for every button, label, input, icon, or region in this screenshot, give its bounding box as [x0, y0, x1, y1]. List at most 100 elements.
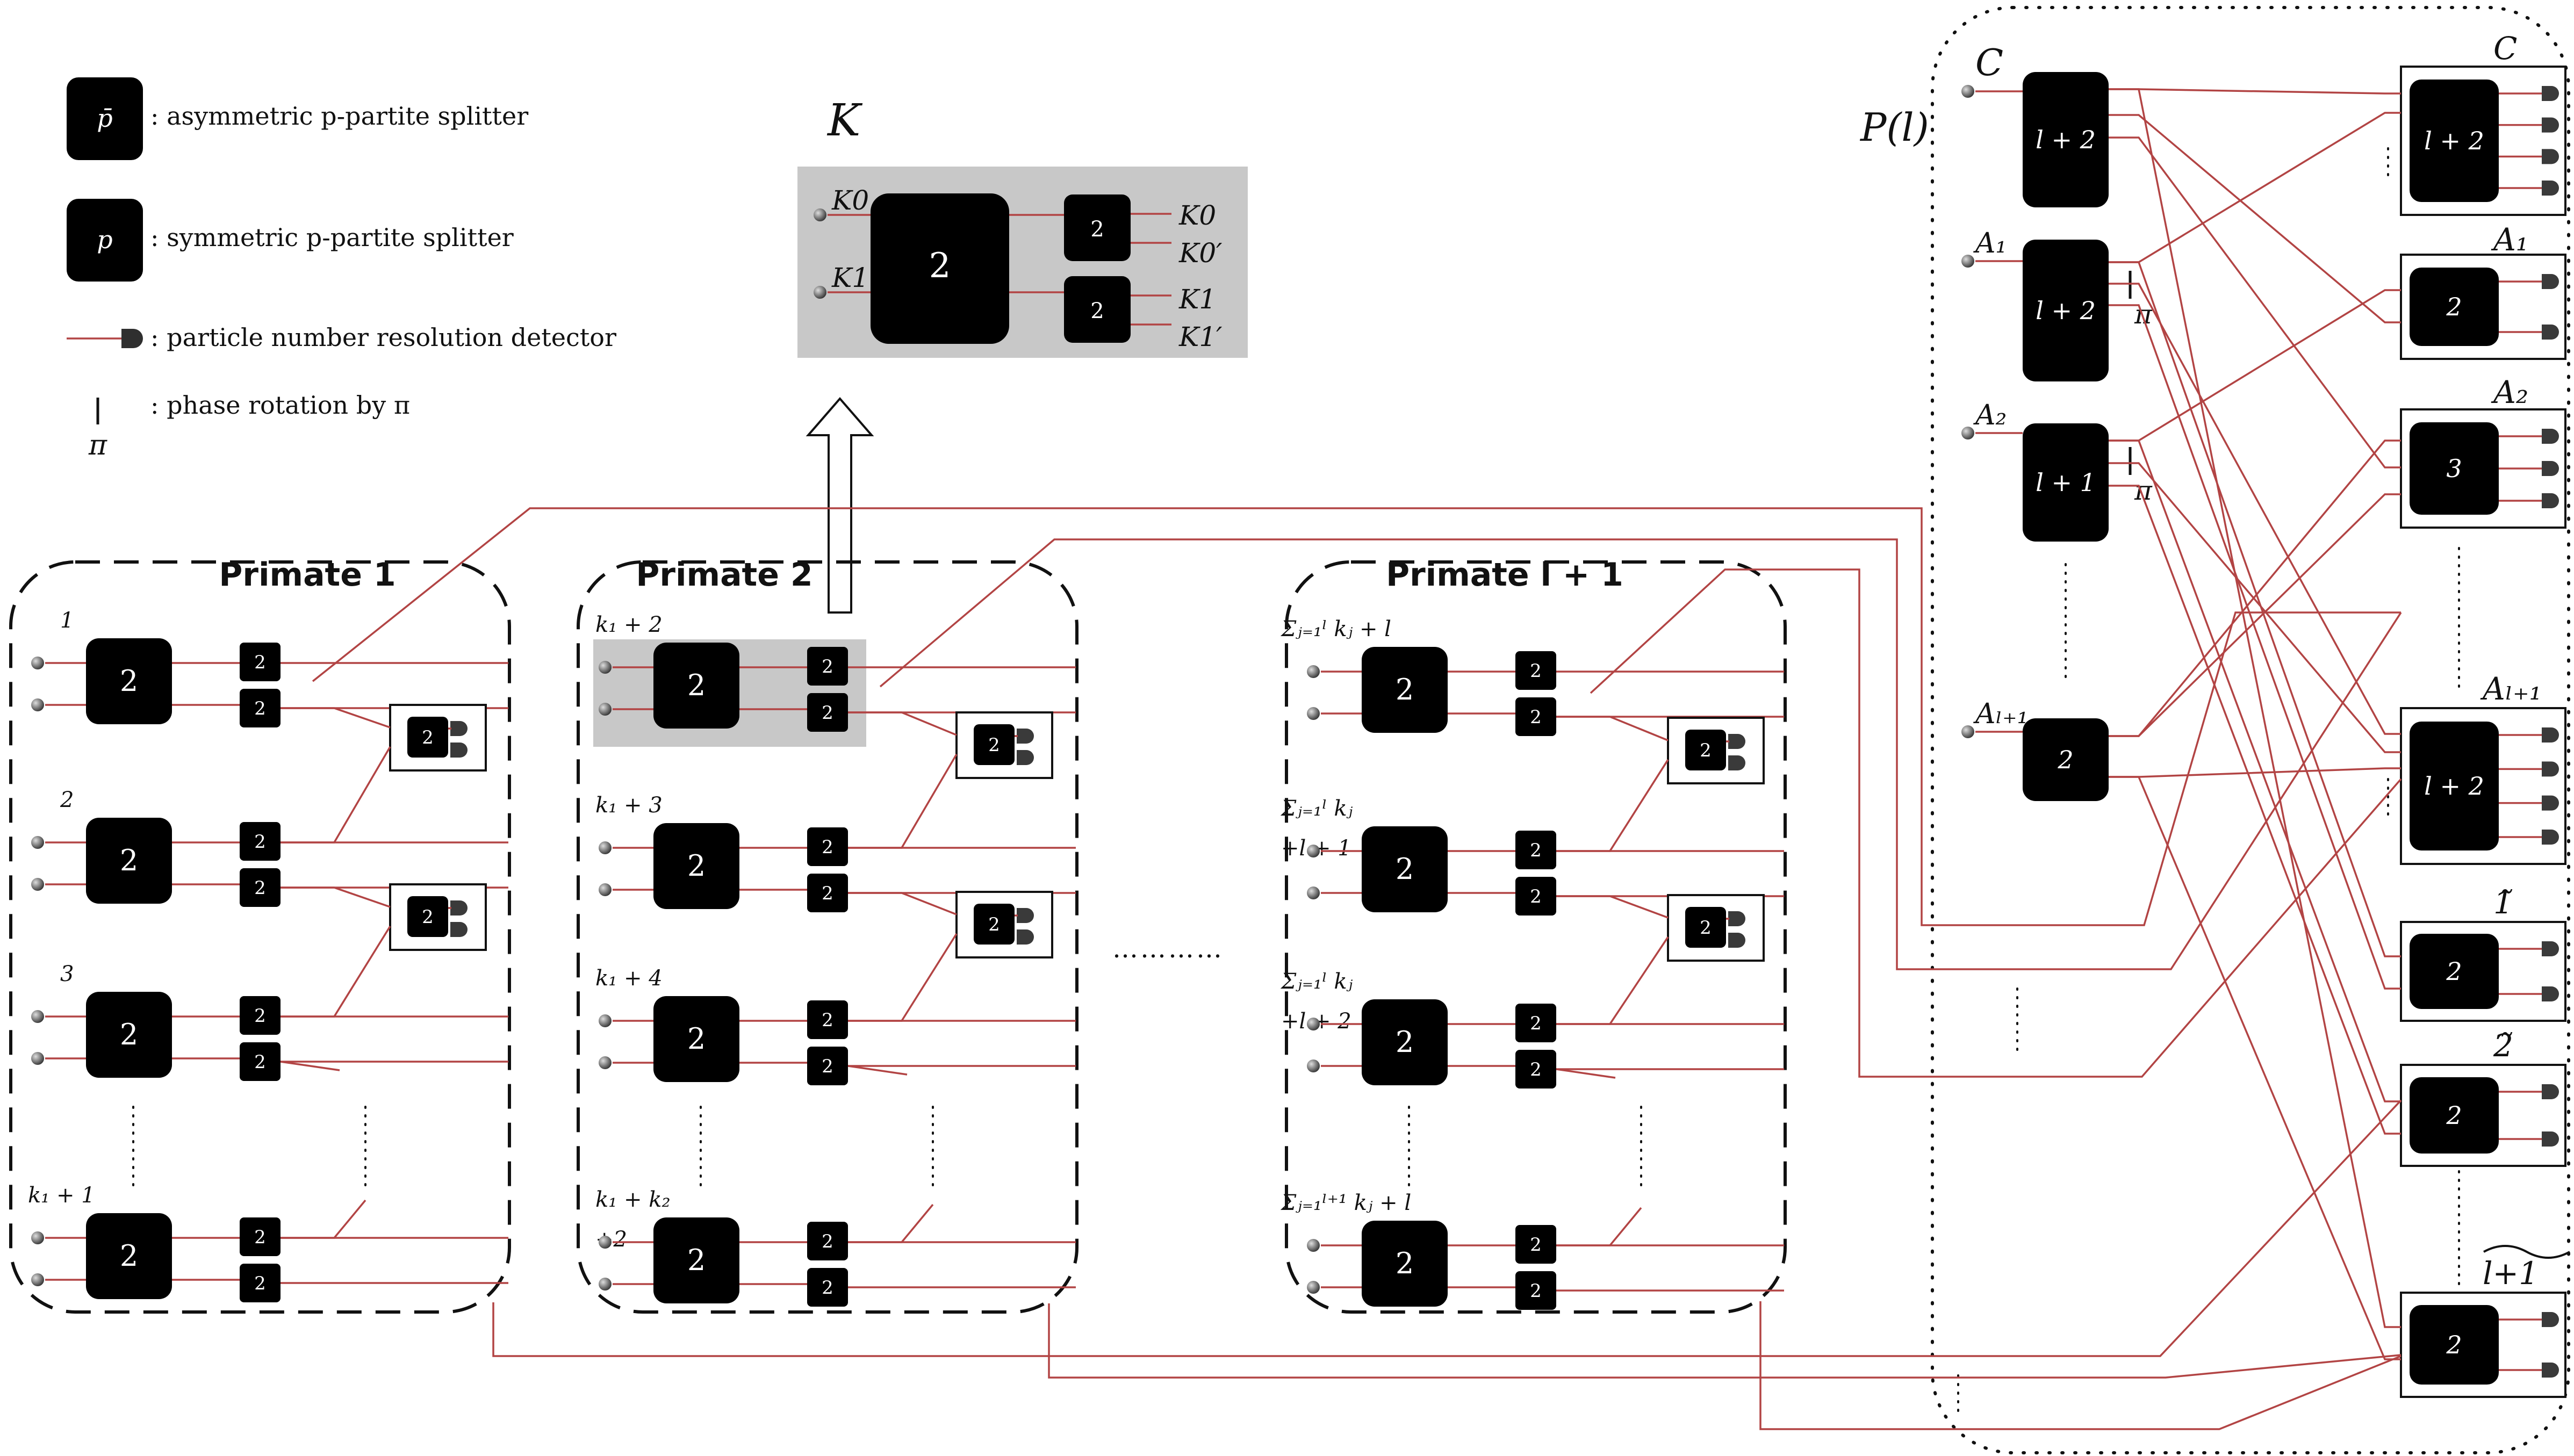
input-port: [599, 883, 612, 896]
row-label: k₁ + 3: [595, 793, 663, 818]
detector-icon: [450, 900, 468, 916]
svg-text:K0: K0: [1178, 200, 1216, 231]
small-splitter: [807, 1000, 848, 1039]
small-splitter: [240, 643, 281, 681]
small-splitter: [807, 1047, 848, 1085]
splitter-block: [653, 996, 739, 1082]
detector-splitter: [407, 717, 448, 758]
row-label: k₁ + 2: [595, 612, 663, 637]
input-port: [1961, 725, 1974, 738]
detector-icon: [1017, 929, 1034, 945]
input-port: [31, 698, 44, 711]
wire: [848, 933, 958, 1022]
wire: [312, 507, 2401, 926]
splitter-block: [653, 1217, 739, 1303]
p-output-splitter-label: 2: [2446, 957, 2462, 986]
detector-splitter: [974, 724, 1015, 765]
detector-icon: [2542, 986, 2559, 1001]
small-splitter-label: 2: [1530, 707, 1542, 728]
row-label: Σⱼ₌₁ˡ kⱼ: [1280, 796, 1353, 821]
small-splitter-label: 2: [254, 1005, 266, 1027]
detector-box: 2: [1667, 894, 1765, 962]
p-output-splitter: [2410, 722, 2499, 850]
small-splitter: [1515, 651, 1556, 690]
detector-icon: [2542, 117, 2559, 133]
p-input-splitter: [2023, 423, 2109, 542]
input-port: [31, 1052, 44, 1065]
phase-label: π: [2134, 475, 2153, 506]
splitter-block: [653, 823, 739, 909]
p-output-box: l + 2Aₗ₊₁: [2400, 671, 2566, 865]
svg-text:2: 2: [1090, 299, 1104, 323]
splitter-label: 2: [1396, 852, 1414, 886]
k-title: K: [826, 95, 863, 146]
detector-splitter-label: 2: [988, 734, 1000, 756]
p-input: Cl + 2: [1961, 42, 2109, 207]
small-splitter-label: 2: [254, 1273, 266, 1294]
detector-box: 2: [389, 883, 487, 951]
small-splitter-label: 2: [254, 831, 266, 853]
p-input-splitter: [2023, 240, 2109, 381]
input-port: [1307, 1059, 1320, 1072]
svg-text:K1′: K1′: [1178, 321, 1223, 352]
cross-wires: [312, 88, 2402, 1430]
asym-legend-text: : asymmetric p-partite splitter: [150, 102, 528, 131]
input-port: [31, 1231, 44, 1244]
p-input-splitter-label: l + 2: [2036, 296, 2096, 325]
wire: [1556, 716, 1669, 741]
p-output-splitter: [2410, 80, 2499, 202]
p-output-splitter-label: 2: [2446, 292, 2462, 321]
p-output-splitter-label: 2: [2446, 1101, 2462, 1130]
wire: [281, 1199, 366, 1239]
p-input-splitter-label: l + 1: [2036, 468, 2096, 497]
k-in-bottom: K1: [831, 262, 869, 293]
small-splitter-label: 2: [822, 1010, 833, 1031]
legend: p̄ : asymmetric p-partite splitter p : s…: [67, 77, 616, 462]
wire: [281, 886, 391, 908]
detector-icon: [1728, 933, 1745, 948]
input-port: [814, 286, 826, 299]
small-splitter-label: 2: [822, 1277, 833, 1299]
splitter-label: 2: [120, 844, 138, 877]
detector-splitter: [407, 896, 448, 937]
detector-splitter: [1685, 730, 1726, 770]
detector-icon: [2542, 1131, 2559, 1147]
detector-icon: [450, 922, 468, 937]
detector-icon: [450, 721, 468, 736]
small-splitter-label: 2: [822, 837, 833, 858]
detector-icon: [2542, 461, 2559, 476]
p-output-splitter-label: 2: [2446, 1330, 2462, 1359]
small-splitter: [240, 1217, 281, 1256]
splitter-label: 2: [120, 1018, 138, 1051]
small-splitter-label: 2: [822, 883, 833, 904]
input-port: [599, 1236, 612, 1249]
small-splitter-label: 2: [822, 1056, 833, 1077]
detector-icon: [2542, 727, 2559, 743]
phase-legend-text: : phase rotation by π: [150, 391, 410, 420]
p-input: A₁ l + 2: [1961, 227, 2109, 381]
p-output-splitter-label: l + 2: [2424, 772, 2484, 801]
input-port: [1961, 255, 1974, 268]
wire: [1048, 1303, 2402, 1379]
wire: [2109, 485, 2401, 1135]
p-output-splitter: [2410, 1077, 2499, 1154]
p-input-label: A₁: [1973, 227, 2007, 260]
wire: [1556, 936, 1669, 1025]
small-splitter-label: 2: [254, 1227, 266, 1248]
detector-icon: [1017, 729, 1034, 744]
input-port: [1307, 1239, 1320, 1252]
small-splitter: [240, 689, 281, 727]
asymmetric-splitter-icon: [67, 77, 143, 160]
splitter-block: [1362, 647, 1448, 733]
detector-icon: [1017, 908, 1034, 923]
row-label: k₁ + 1: [28, 1183, 95, 1208]
detector-splitter-label: 2: [1700, 740, 1712, 761]
row-label: Σⱼ₌₁ˡ⁺¹ kⱼ + l: [1280, 1191, 1411, 1215]
splitter-block: [1362, 1221, 1448, 1307]
p-title: P(l): [1859, 105, 1929, 150]
